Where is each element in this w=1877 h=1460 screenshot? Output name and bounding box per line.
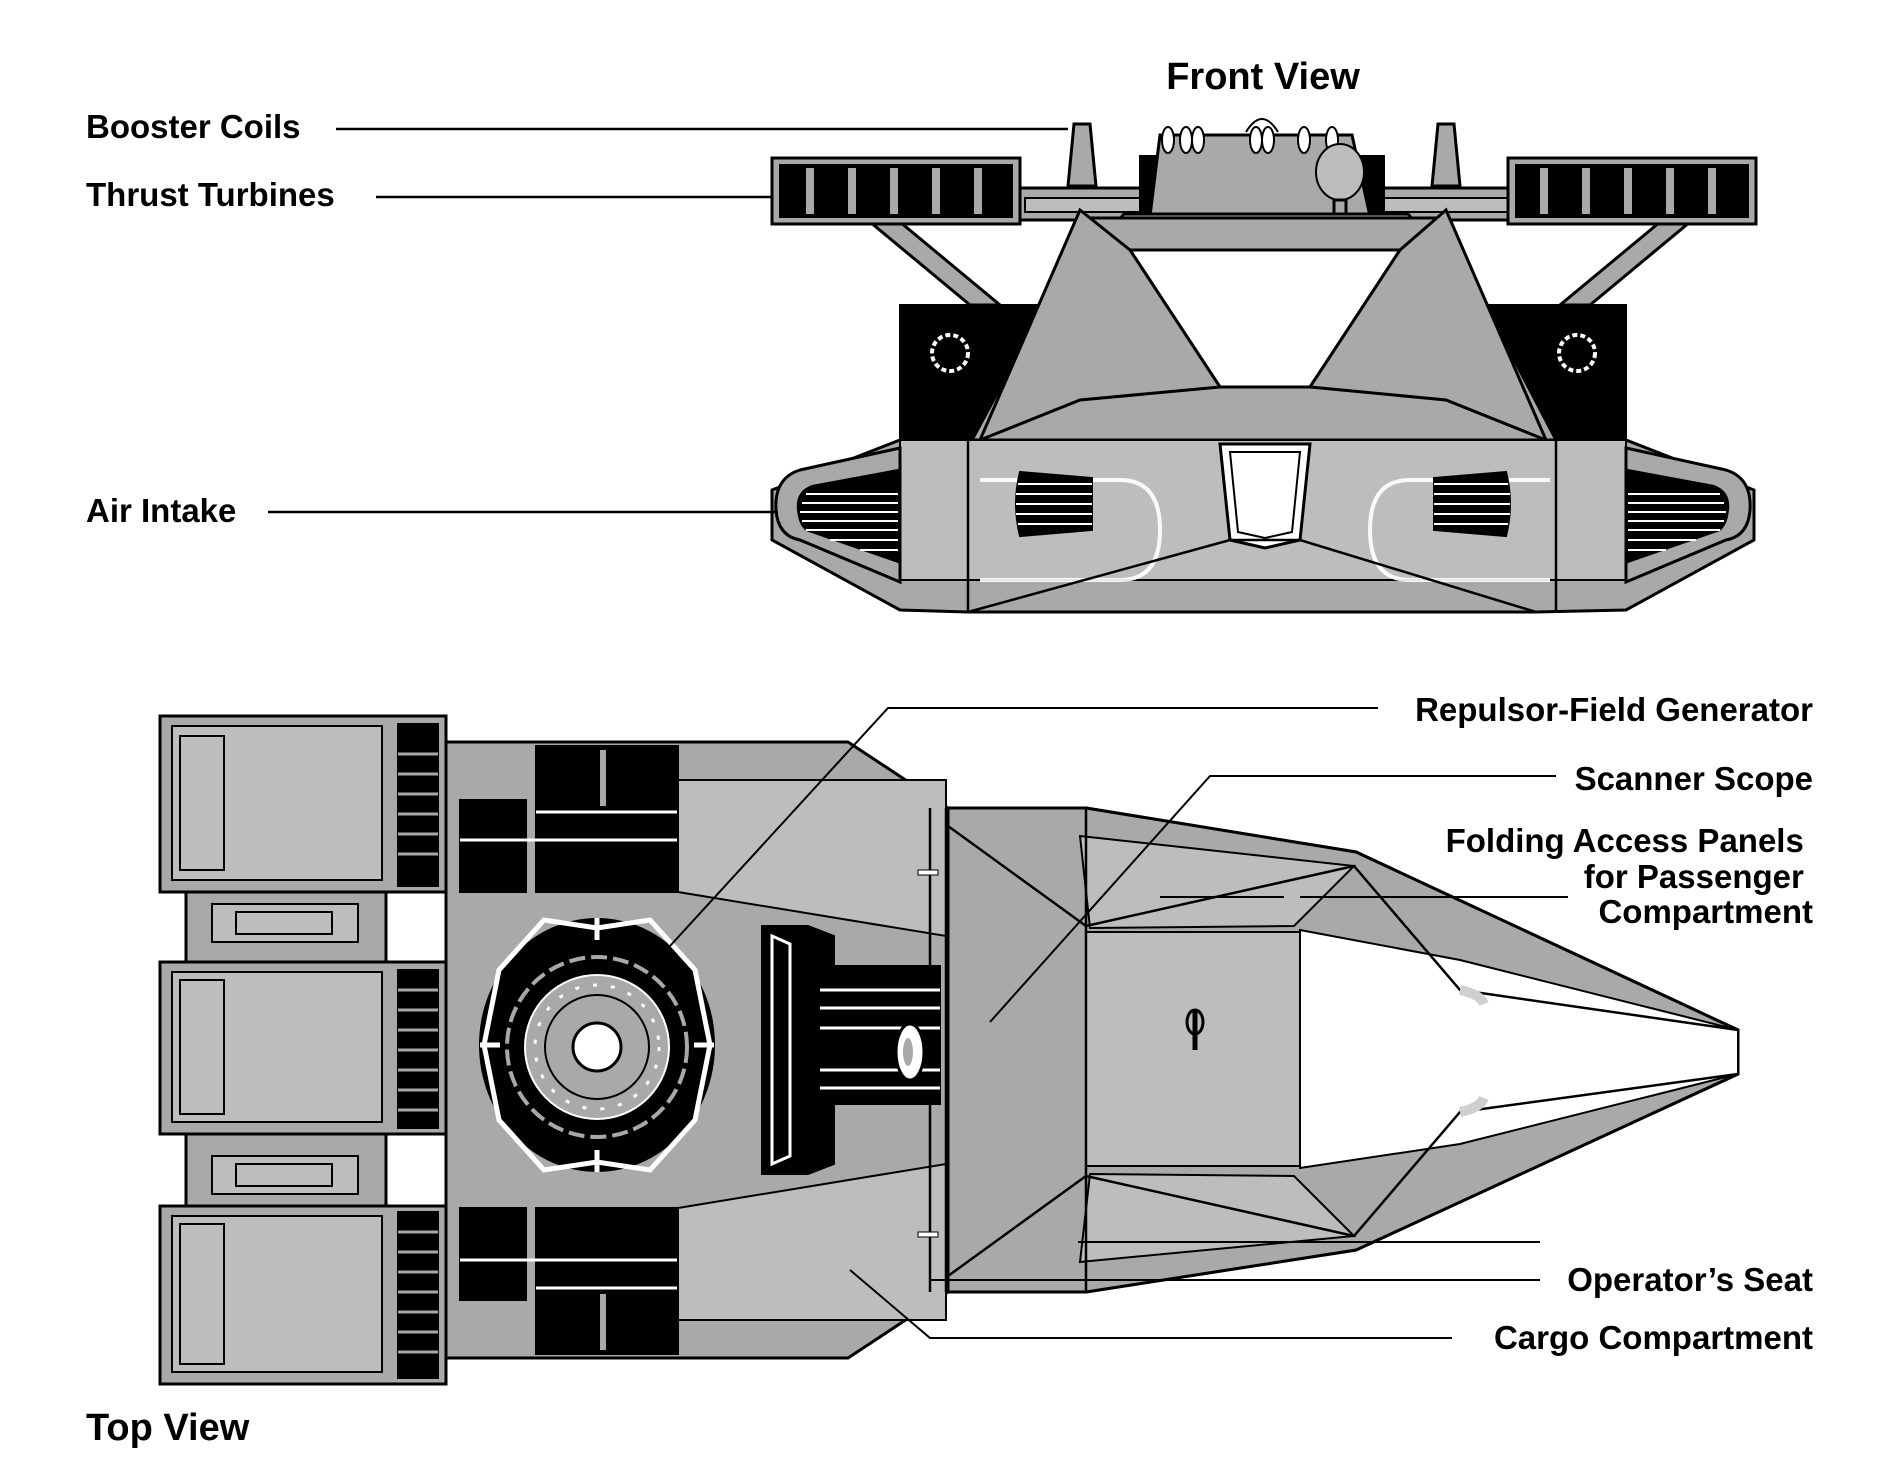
label-repulsor-field-generator: Repulsor-Field Generator — [1415, 691, 1813, 728]
label-folding-line-3: Compartment — [1598, 893, 1813, 930]
top-view-title: Top View — [86, 1407, 250, 1449]
callout-booster-coils: Booster Coils — [86, 108, 1068, 145]
passenger-compartment — [946, 806, 1740, 1294]
side-vent-right — [1433, 470, 1511, 538]
rear-engine-pods — [158, 714, 448, 1386]
front-upper-body — [899, 207, 1627, 451]
label-thrust-turbines: Thrust Turbines — [86, 176, 335, 213]
booster-coil-right — [1430, 122, 1462, 188]
label-booster-coils: Booster Coils — [86, 108, 301, 145]
callout-thrust-turbines: Thrust Turbines — [86, 176, 772, 213]
callout-operators-seat: Operator’s Seat — [930, 1241, 1813, 1298]
air-intake-left — [774, 446, 902, 585]
label-folding-line-2: for Passenger — [1584, 858, 1804, 895]
label-folding-line-1: Folding Access Panels — [1446, 822, 1804, 859]
top-view: Repulsor-Field Generator Scanner Scope F… — [86, 691, 1813, 1449]
callout-folding-access-panels: Folding Access Panels for Passenger Comp… — [1160, 822, 1813, 930]
label-scanner-scope: Scanner Scope — [1575, 760, 1813, 797]
thrust-turbine-right — [1506, 156, 1758, 226]
booster-coil-left — [1066, 122, 1098, 188]
callout-cargo-compartment: Cargo Compartment — [849, 1269, 1813, 1356]
label-air-intake: Air Intake — [86, 492, 236, 529]
label-cargo-compartment: Cargo Compartment — [1494, 1319, 1813, 1356]
label-folding-access-panels: Folding Access Panels for Passenger Comp… — [1446, 822, 1813, 930]
repulsor-field-generator — [479, 917, 715, 1173]
thrust-turbine-left — [770, 156, 1022, 226]
air-intake-right — [1624, 446, 1752, 585]
front-view: Front View — [86, 56, 1758, 614]
label-operators-seat: Operator’s Seat — [1567, 1261, 1813, 1298]
callout-scanner-scope: Scanner Scope — [989, 760, 1813, 1023]
front-view-title: Front View — [1166, 56, 1360, 98]
callout-air-intake: Air Intake — [86, 492, 778, 529]
side-vent-left — [1015, 470, 1093, 538]
callout-repulsor-field-generator: Repulsor-Field Generator — [669, 691, 1813, 947]
front-lower-body — [770, 438, 1756, 614]
